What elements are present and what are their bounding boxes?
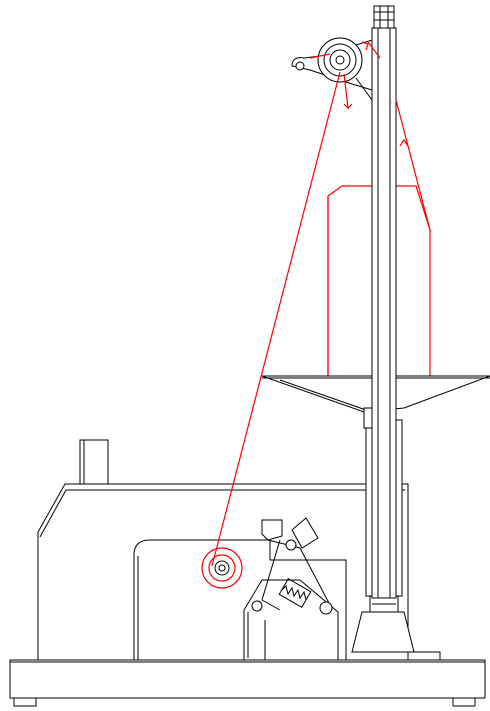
pivot-right <box>319 601 333 615</box>
thread-path <box>211 41 431 567</box>
thread-descending <box>211 71 341 567</box>
pivot-left <box>251 600 263 612</box>
vertical-post <box>371 5 397 599</box>
guide-roller <box>201 547 243 589</box>
pivot-top <box>285 539 297 551</box>
thread-ascending <box>395 99 431 231</box>
tension-spring <box>278 578 312 608</box>
thread-top-segment <box>367 41 381 59</box>
column-base <box>351 595 415 653</box>
post-cap-nut <box>373 5 395 29</box>
top-pulley <box>291 37 373 101</box>
tension-arm-assembly <box>243 517 339 661</box>
housing-cap <box>79 439 109 485</box>
